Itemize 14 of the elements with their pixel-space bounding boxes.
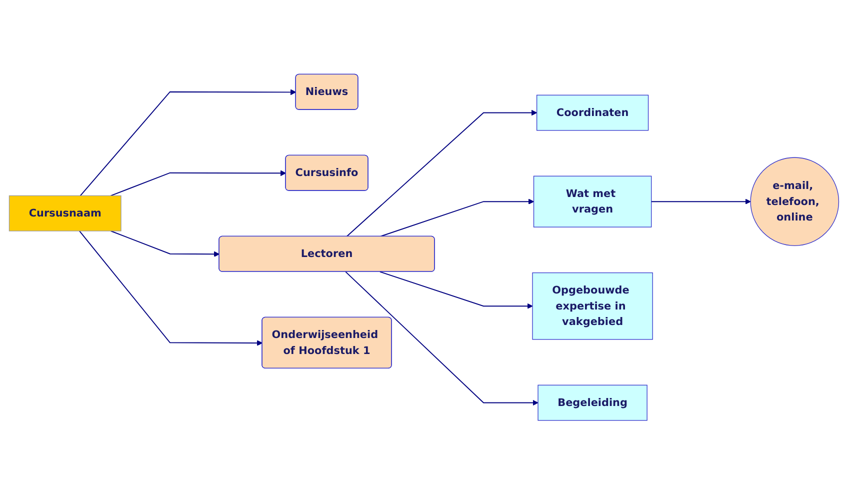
arrow xyxy=(345,271,538,406)
arrow xyxy=(380,271,533,309)
node-box: Begeleiding xyxy=(538,384,648,420)
arrow xyxy=(78,230,263,346)
arrow xyxy=(650,198,751,204)
arrow xyxy=(346,110,538,237)
arrow xyxy=(80,88,296,196)
node-box: Cursusnaam xyxy=(8,195,122,231)
node-box: Coordinaten xyxy=(536,94,649,130)
node-box: Wat met vragen xyxy=(533,175,652,228)
node-box: Opgebouwde expertise in vakgebied xyxy=(532,272,653,340)
node-circle: e-mail, telefoon, online xyxy=(750,156,840,246)
arrow xyxy=(110,230,220,257)
arrow xyxy=(110,170,286,196)
